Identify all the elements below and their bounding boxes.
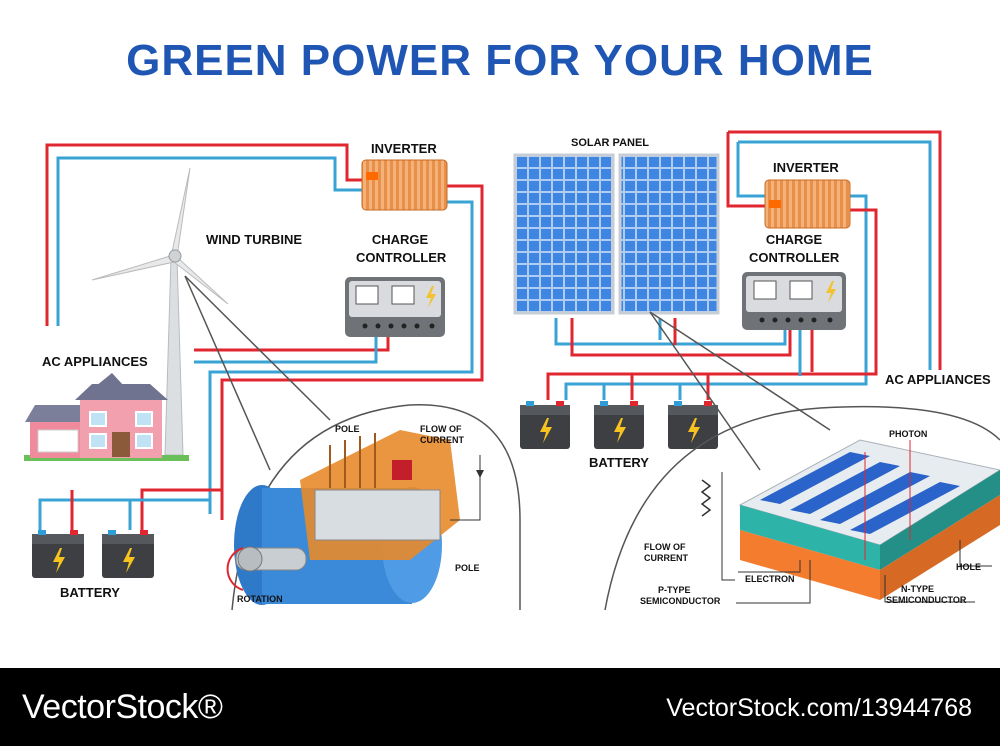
diagram-canvas <box>24 130 1000 611</box>
page-title: GREEN POWER FOR YOUR HOME <box>126 36 874 85</box>
charge-controller-right-label-2: CONTROLLER <box>749 250 840 265</box>
charge-controller-left <box>345 277 445 337</box>
solar-panel-label: SOLAR PANEL <box>571 137 650 149</box>
ac-appliances-right-label: AC APPLIANCES <box>885 372 991 387</box>
pole-bottom-label: POLE <box>455 563 480 573</box>
battery-left-1 <box>32 530 84 578</box>
rotation-label: ROTATION <box>237 594 283 604</box>
brand-url: VectorStock.com/13944768 <box>666 694 972 722</box>
inverter-left-label: INVERTER <box>371 141 437 156</box>
charge-controller-right-label-1: CHARGE <box>765 232 823 247</box>
photon-label: PHOTON <box>889 429 928 439</box>
pole-top-label: POLE <box>335 424 360 434</box>
generator <box>226 430 484 605</box>
hole-label: HOLE <box>956 562 982 572</box>
solar-wiring <box>546 130 942 400</box>
ntype-label-1: N-TYPE <box>901 584 935 594</box>
ptype-label-1: P-TYPE <box>658 585 691 595</box>
inverter-left <box>361 159 448 211</box>
wind-turbine-label: WIND TURBINE <box>206 232 303 247</box>
solar-cell <box>700 439 1000 600</box>
charge-controller-left-label-2: CONTROLLER <box>356 250 447 265</box>
ntype-label-2: SEMICONDUCTOR <box>886 595 967 605</box>
inverter-right <box>764 179 851 229</box>
battery-left-label: BATTERY <box>60 585 120 600</box>
solar-cell-callout <box>604 311 1000 611</box>
battery-right-1 <box>520 401 570 449</box>
footer-bar: VectorStock® VectorStock.com/13944768 <box>0 668 1000 746</box>
battery-right-label: BATTERY <box>589 455 649 470</box>
solar-callout-leaders <box>736 540 992 604</box>
battery-left-2 <box>102 530 154 578</box>
charge-controller-right <box>742 272 846 330</box>
battery-right-3 <box>668 401 718 449</box>
gen-flow-label-2: CURRENT <box>420 435 464 445</box>
brand-logo: VectorStock® <box>22 688 223 726</box>
electron-label: ELECTRON <box>745 574 795 584</box>
cell-flow-label-1: FLOW OF <box>644 542 686 552</box>
cell-flow-label-2: CURRENT <box>644 553 688 563</box>
ac-appliances-left-label: AC APPLIANCES <box>42 354 148 369</box>
wind-turbine <box>91 167 229 456</box>
solar-panel-1 <box>513 153 615 315</box>
wind-wiring <box>38 143 484 530</box>
solar-panel-2 <box>618 153 720 315</box>
inverter-right-label: INVERTER <box>773 160 839 175</box>
charge-controller-left-label-1: CHARGE <box>371 232 429 247</box>
battery-right-2 <box>594 401 644 449</box>
gen-flow-label-1: FLOW OF <box>420 424 462 434</box>
ptype-label-2: SEMICONDUCTOR <box>640 596 721 606</box>
house <box>24 373 189 461</box>
